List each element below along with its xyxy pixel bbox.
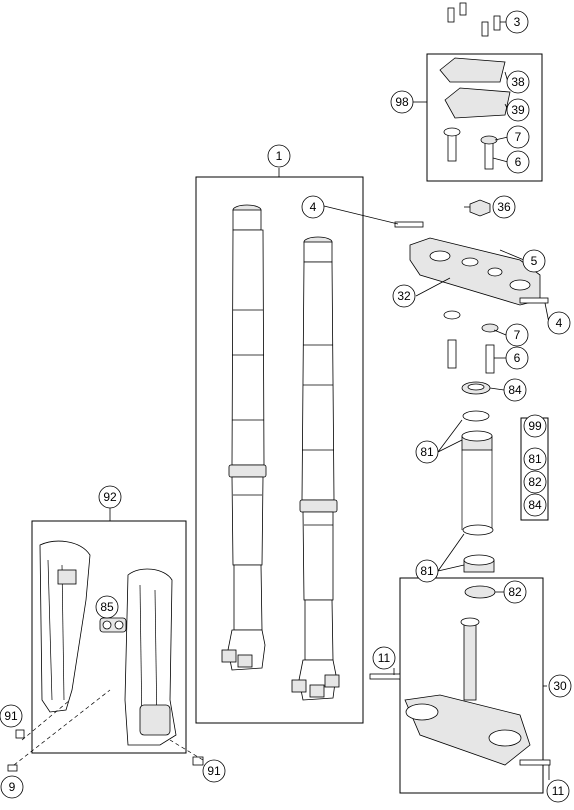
bar-clamp-top bbox=[439, 57, 506, 83]
screw-91-right bbox=[192, 756, 204, 766]
callout-32: 32 bbox=[392, 284, 416, 308]
callout-85: 85 bbox=[95, 595, 119, 619]
callout-99: 99 bbox=[523, 414, 547, 438]
callout-4-right-label: 4 bbox=[556, 316, 563, 330]
callout-11-lower-label: 11 bbox=[552, 784, 565, 798]
callout-91-right-label: 91 bbox=[207, 764, 221, 778]
fork-leg-right bbox=[291, 236, 340, 701]
callout-6-lower: 6 bbox=[505, 346, 529, 370]
callout-98: 98 bbox=[390, 90, 414, 114]
callout-91-left-label: 91 bbox=[4, 709, 18, 723]
clamp-kit-frame bbox=[426, 53, 543, 182]
lower-clamp-bolt-11a bbox=[369, 673, 401, 680]
callout-6-lower-label: 6 bbox=[514, 351, 521, 365]
protector-clip bbox=[99, 617, 127, 633]
lower-clamp-bolt-11b bbox=[519, 759, 551, 766]
callout-39: 39 bbox=[506, 98, 530, 122]
steering-stem bbox=[460, 617, 480, 701]
callout-32-label: 32 bbox=[397, 289, 411, 303]
fork-protector-left bbox=[39, 540, 91, 713]
callout-81-upper: 81 bbox=[415, 440, 439, 464]
callout-30-label: 30 bbox=[553, 679, 567, 693]
callout-81-lower: 81 bbox=[415, 559, 439, 583]
callout-9: 9 bbox=[0, 775, 24, 799]
callout-91-left: 91 bbox=[0, 704, 23, 728]
callout-82-kit-label: 82 bbox=[528, 475, 542, 489]
callout-4-left-label: 4 bbox=[310, 200, 317, 214]
steering-nut bbox=[469, 199, 491, 217]
callout-11-upper: 11 bbox=[372, 646, 396, 670]
callout-5-label: 5 bbox=[531, 254, 538, 268]
callout-9-label: 9 bbox=[9, 780, 16, 794]
lower-clamp-bolts bbox=[443, 310, 499, 374]
callout-1-label: 1 bbox=[276, 149, 283, 163]
callout-81-lower-label: 81 bbox=[420, 564, 434, 578]
upper-clamp-bolt-left bbox=[394, 221, 424, 228]
callout-7-upper-label: 7 bbox=[515, 130, 522, 144]
callout-82-kit: 82 bbox=[523, 470, 547, 494]
clamp-bolts bbox=[443, 127, 498, 170]
callout-7-lower: 7 bbox=[505, 323, 529, 347]
fork-protector-right bbox=[124, 568, 177, 746]
callout-36: 36 bbox=[492, 195, 516, 219]
callout-84: 84 bbox=[503, 378, 527, 402]
screw-91-left bbox=[15, 729, 25, 739]
callout-38-label: 38 bbox=[511, 75, 525, 89]
callout-99-label: 99 bbox=[528, 419, 542, 433]
steering-stem-frame bbox=[399, 577, 544, 794]
callout-84-kit-label: 84 bbox=[528, 498, 542, 512]
callout-38: 38 bbox=[506, 70, 530, 94]
callout-91-right: 91 bbox=[202, 759, 226, 783]
callout-92: 92 bbox=[98, 485, 122, 509]
callout-98-label: 98 bbox=[395, 95, 409, 109]
callout-84-kit: 84 bbox=[523, 493, 547, 517]
callout-82-label: 82 bbox=[508, 585, 522, 599]
lower-triple-clamp bbox=[404, 694, 531, 766]
callout-3-label: 3 bbox=[514, 15, 521, 29]
callout-39-label: 39 bbox=[511, 103, 525, 117]
callout-92-label: 92 bbox=[103, 490, 117, 504]
callout-82: 82 bbox=[503, 580, 527, 604]
callout-36-label: 36 bbox=[497, 200, 511, 214]
callout-6-upper: 6 bbox=[506, 150, 530, 174]
dust-seal-82 bbox=[464, 585, 496, 599]
bearing-lower bbox=[462, 524, 495, 573]
callout-81-kit-label: 81 bbox=[528, 452, 542, 466]
callout-4-left: 4 bbox=[301, 195, 325, 219]
callout-4-right: 4 bbox=[547, 311, 571, 335]
callout-5: 5 bbox=[522, 249, 546, 273]
callout-81-upper-label: 81 bbox=[420, 445, 434, 459]
callout-1: 1 bbox=[267, 144, 291, 168]
callout-84-label: 84 bbox=[508, 383, 522, 397]
callout-81-kit: 81 bbox=[523, 447, 547, 471]
callout-7-upper: 7 bbox=[506, 125, 530, 149]
upper-clamp-bolt-right bbox=[519, 297, 549, 304]
screw-9 bbox=[7, 764, 18, 772]
callout-11-upper-label: 11 bbox=[378, 651, 391, 665]
callout-85-label: 85 bbox=[100, 600, 114, 614]
fork-leg-left bbox=[221, 204, 267, 671]
fork-protector-frame bbox=[31, 520, 187, 754]
bearing-upper bbox=[461, 410, 493, 451]
callout-30: 30 bbox=[548, 674, 572, 698]
dust-seal-84 bbox=[461, 381, 491, 395]
upper-triple-clamp bbox=[409, 237, 541, 306]
frame-head-tube bbox=[461, 450, 493, 530]
bar-clamp-bottom bbox=[444, 87, 511, 119]
callout-6-upper-label: 6 bbox=[515, 155, 522, 169]
callout-3: 3 bbox=[505, 10, 529, 34]
callout-11-lower: 11 bbox=[546, 779, 570, 803]
fork-assembly-frame bbox=[195, 176, 364, 724]
screws-3 bbox=[447, 2, 501, 37]
callout-7-lower-label: 7 bbox=[514, 328, 521, 342]
